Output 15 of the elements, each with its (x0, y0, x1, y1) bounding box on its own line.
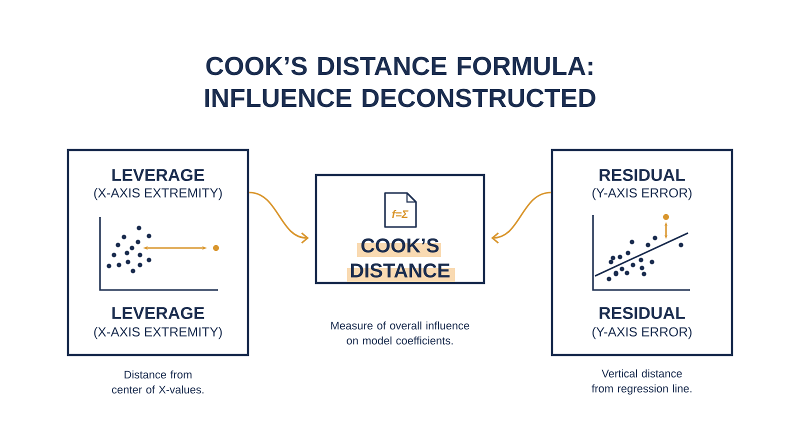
panel-heading: LEVERAGE (112, 168, 204, 182)
panel-subheading: (Y-AXIS ERROR) (592, 326, 692, 340)
panel-heading: RESIDUAL (600, 168, 685, 182)
node-title: COOK’S DISTANCE (350, 238, 450, 278)
title: COOK’S DISTANCE FORMULA: INFLUENCE DECONSTRUCTED (205, 56, 596, 108)
panel-subheading: (X-AXIS EXTREMITY) (94, 326, 222, 340)
panel-heading: RESIDUAL (600, 306, 685, 320)
description-text: Vertical distance from regression line. (592, 369, 692, 395)
curved-arrow (491, 192, 552, 244)
description-text: Distance from center of X-values. (112, 370, 204, 394)
panel-heading: LEVERAGE (112, 306, 204, 320)
curved-arrow (249, 192, 309, 244)
panel-subheading: (X-AXIS EXTREMITY) (94, 188, 222, 200)
description-text: Measure of overall influence on model coefficients. (331, 321, 470, 345)
panel-subheading: (Y-AXIS ERROR) (592, 188, 692, 200)
